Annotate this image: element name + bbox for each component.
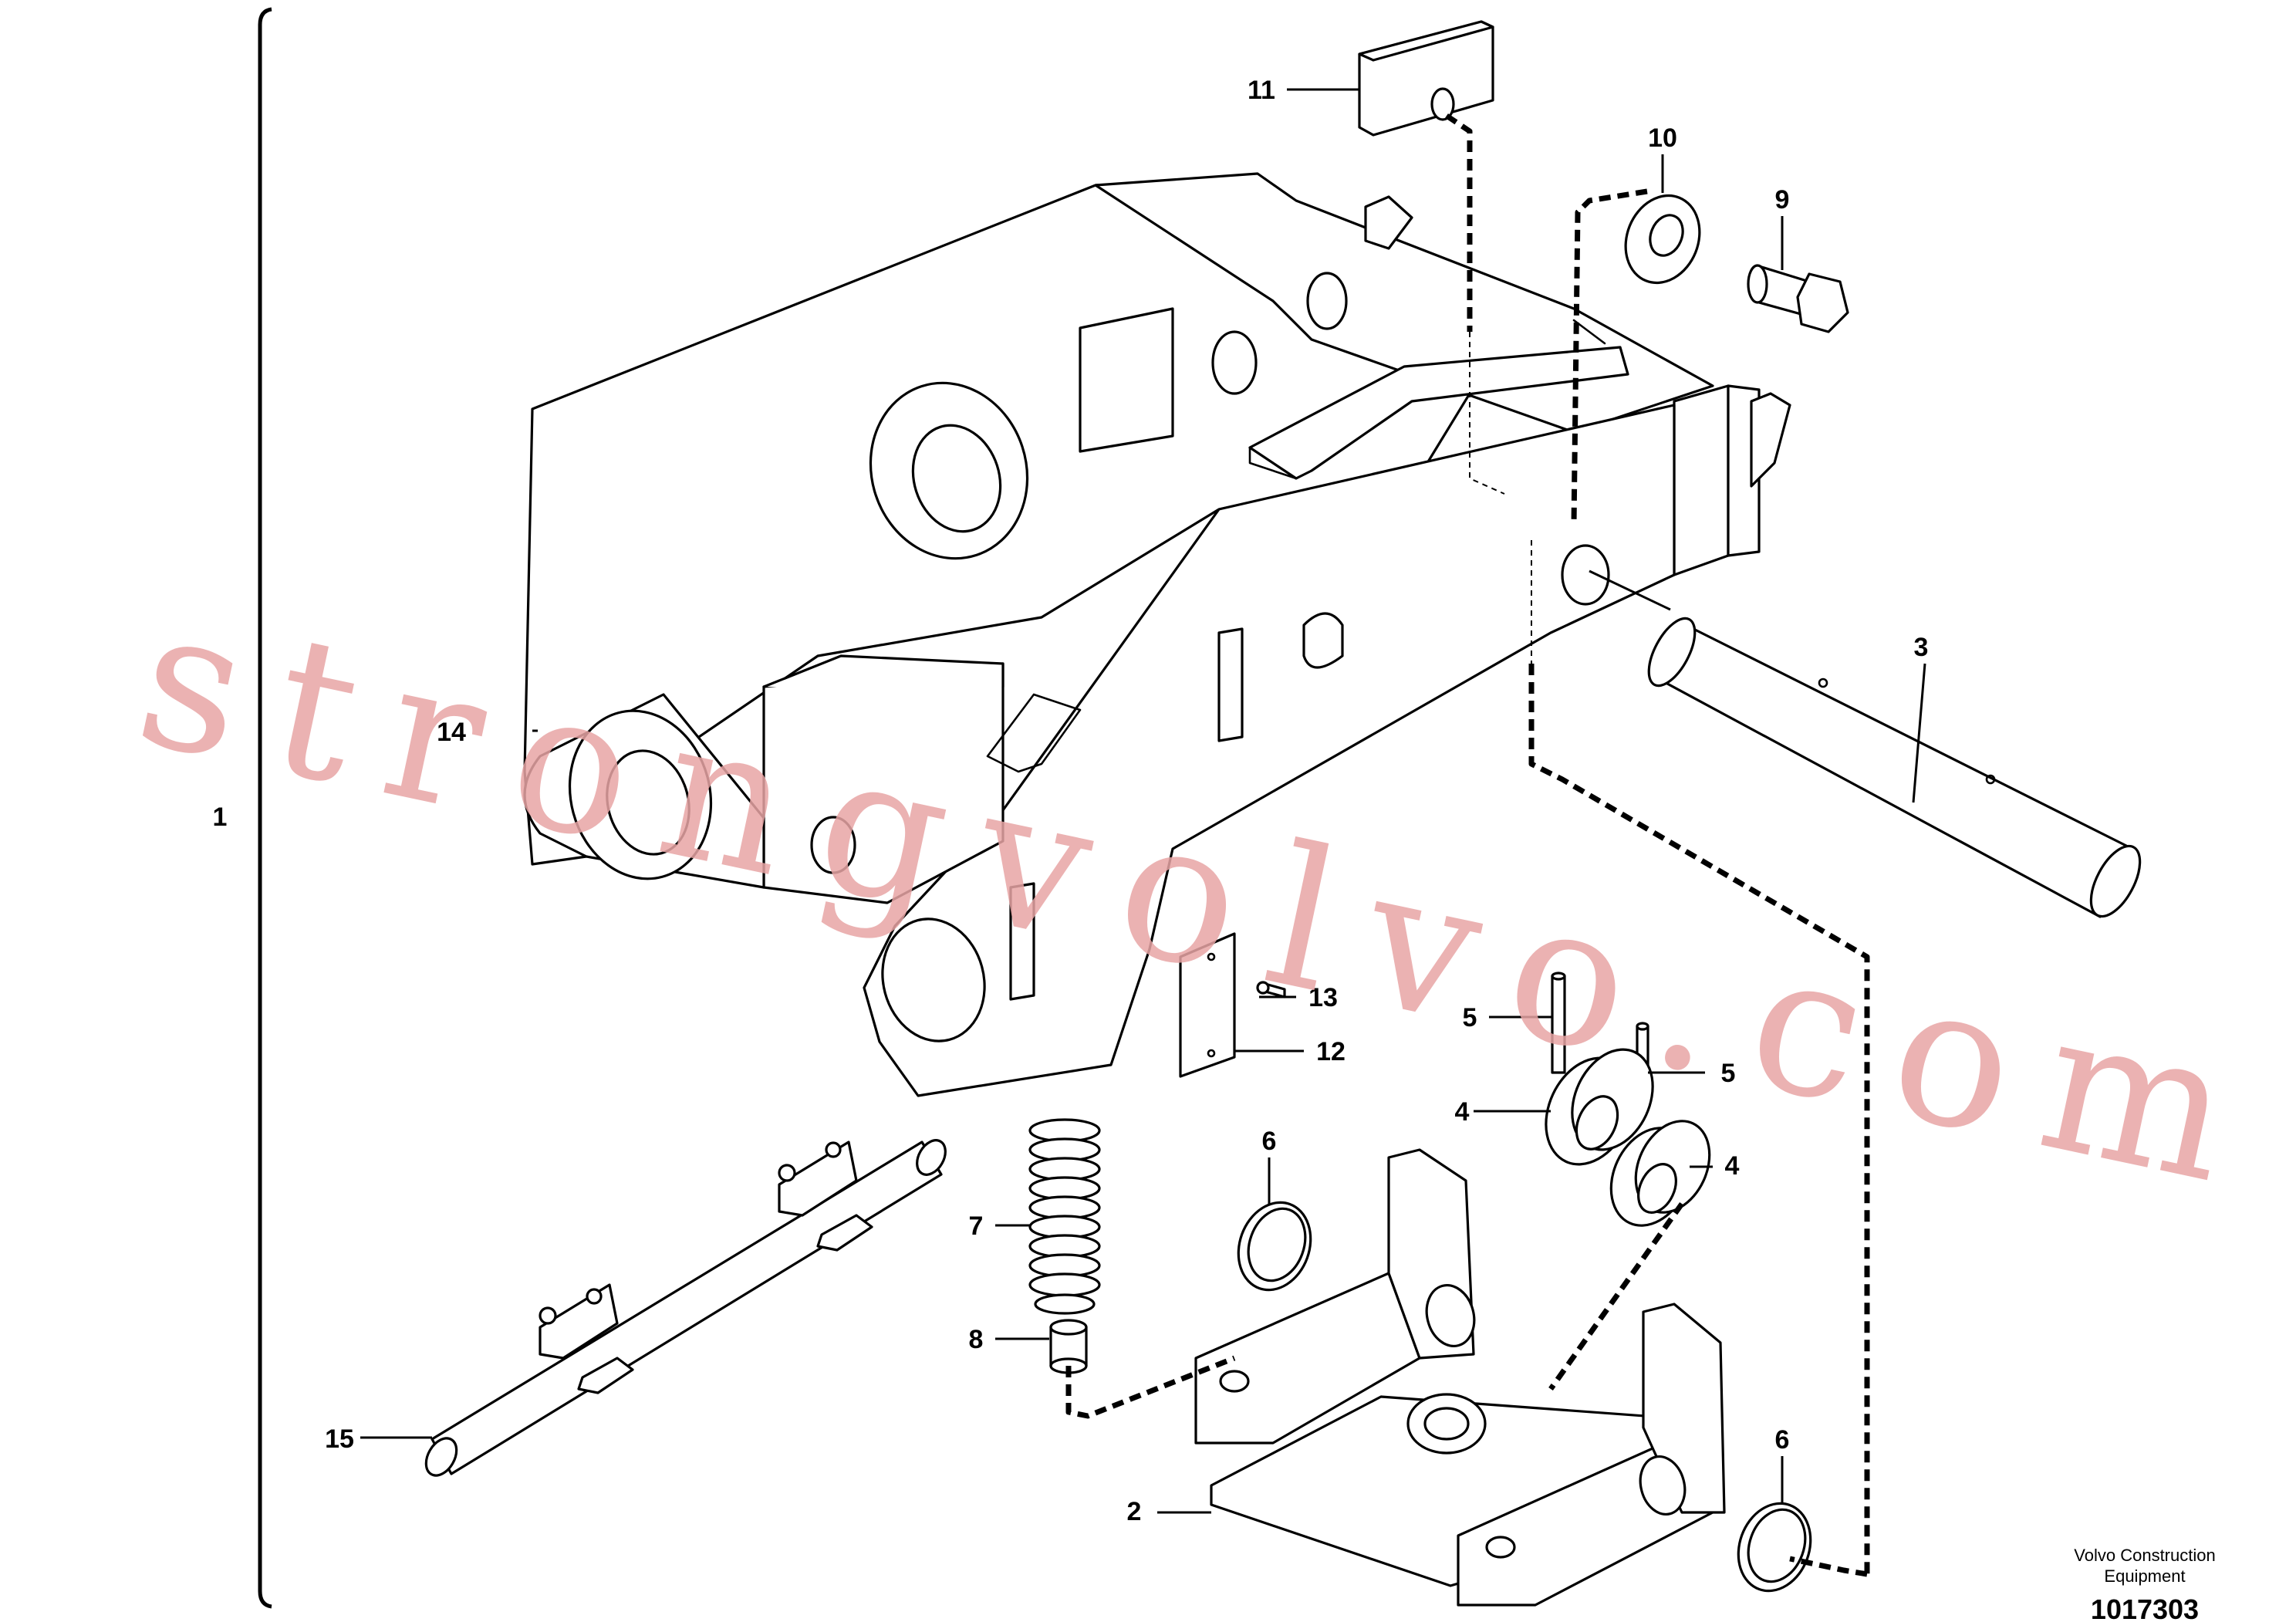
part-6-shim-lower [1737,1502,1812,1593]
maker-line-2: Equipment [2104,1566,2185,1586]
part-3-pin [1647,617,2142,918]
part-11-wear-pad [1358,20,1494,137]
part-7-spring [1028,1118,1101,1315]
part-6-shim-upper [1237,1201,1312,1292]
label-4b: 4 [1725,1151,1740,1181]
label-4a: 4 [1455,1097,1470,1127]
assembly-dash-lines [1065,113,1870,1577]
label-5b: 5 [1721,1059,1736,1088]
label-11: 11 [1248,76,1275,105]
label-6a: 6 [1262,1127,1277,1156]
part-14-frame [523,172,1791,1097]
label-2: 2 [1127,1497,1142,1526]
label-1: 1 [213,803,228,832]
label-13: 13 [1308,983,1338,1012]
assembly-bracket [258,7,272,1609]
part-4-bushing-right [1609,1120,1711,1227]
part-labels: 1 2 3 4 4 5 5 6 6 7 8 9 10 11 12 13 14 1… [213,76,1929,1526]
part-8-plug [1049,1319,1088,1374]
label-10: 10 [1648,123,1677,153]
part-2-lock-plate [1194,1148,1726,1607]
label-6b: 6 [1775,1425,1790,1455]
label-3: 3 [1914,633,1929,662]
part-10-washer [1624,194,1701,285]
label-15: 15 [325,1424,354,1454]
label-7: 7 [969,1211,984,1241]
drawing-number: 1017303 [2091,1593,2199,1622]
leader-lines [360,88,1926,1514]
maker-line-1: Volvo Construction [2074,1546,2215,1565]
part-9-bolt [1747,264,1849,333]
label-8: 8 [969,1325,984,1354]
label-12: 12 [1316,1037,1346,1066]
label-14: 14 [437,718,466,747]
part-15-shaft [424,1139,947,1477]
part-5-pin-left [1551,972,1566,1074]
label-9: 9 [1775,185,1790,215]
part-4-bushing-left [1545,1048,1654,1166]
part-12-plate [1179,932,1236,1078]
label-5a: 5 [1463,1003,1477,1032]
